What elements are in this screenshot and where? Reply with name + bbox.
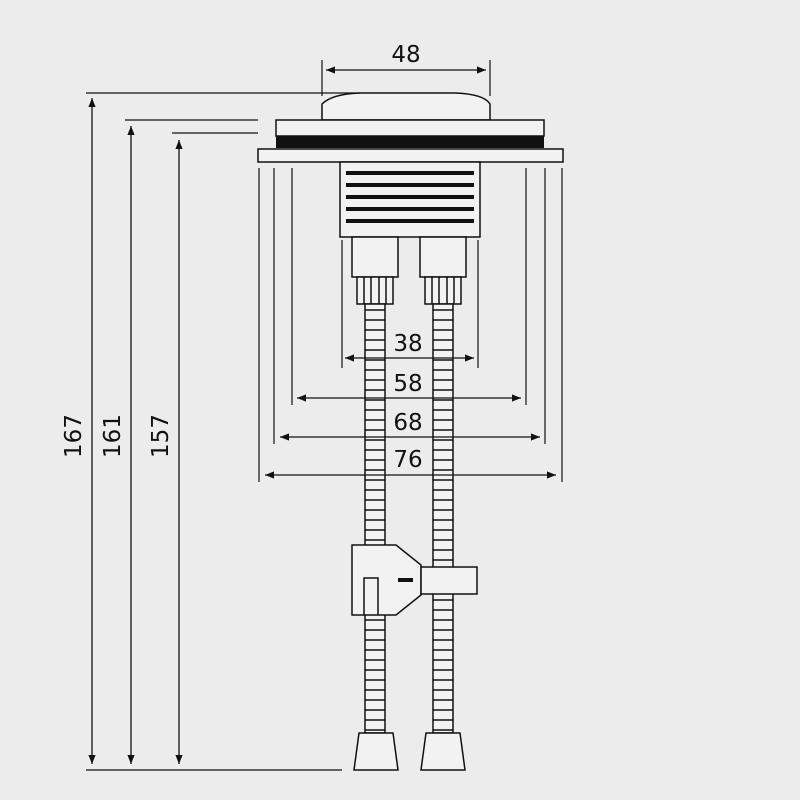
- right-foot: [420, 732, 466, 771]
- bezel-plate: [275, 119, 545, 137]
- right-hose: [432, 303, 454, 734]
- gasket: [276, 136, 544, 148]
- hose-clamp: [351, 544, 478, 616]
- dim-label-height-161: 161: [100, 414, 126, 458]
- dim-label-width-38: 38: [393, 331, 422, 357]
- left-nut: [356, 276, 394, 305]
- right-connector: [419, 236, 467, 278]
- right-nut: [424, 276, 462, 305]
- dimension-lines: [88, 66, 556, 764]
- dim-label-width-68: 68: [393, 410, 422, 436]
- left-connector: [351, 236, 399, 278]
- dim-label-height-157: 157: [148, 414, 174, 458]
- dim-label-height-167: 167: [61, 414, 87, 458]
- dim-label-top-width: 48: [391, 42, 420, 68]
- left-hose: [364, 303, 386, 734]
- dim-label-width-76: 76: [393, 447, 422, 473]
- body-ribs: [346, 171, 474, 223]
- push-button-assembly: [257, 92, 564, 305]
- left-foot: [353, 732, 399, 771]
- button-cap: [321, 92, 491, 121]
- dim-label-width-58: 58: [393, 371, 422, 397]
- mounting-flange: [257, 148, 564, 163]
- extension-lines: [86, 60, 563, 771]
